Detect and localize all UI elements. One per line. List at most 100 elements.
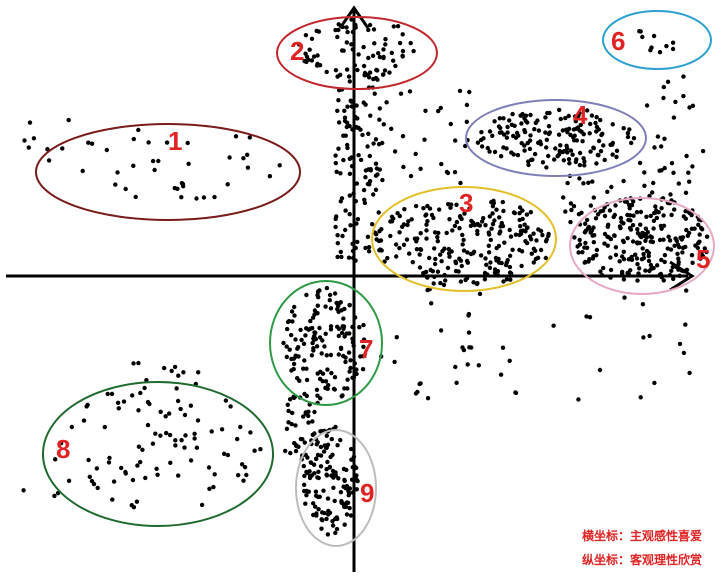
scatter-dot	[594, 247, 600, 253]
scatter-dot	[457, 226, 462, 231]
scatter-dot	[491, 200, 496, 206]
cluster-8-ellipse	[42, 381, 274, 527]
scatter-dot	[312, 409, 317, 415]
scatter-dot	[478, 137, 484, 143]
scatter-dot	[515, 152, 521, 158]
scatter-dot	[486, 250, 492, 255]
scatter-dot	[565, 146, 570, 151]
scatter-dot	[661, 278, 666, 283]
scatter-dot	[561, 158, 566, 163]
scatter-dot	[339, 500, 344, 505]
scatter-dot	[499, 260, 504, 266]
scatter-dot	[347, 369, 352, 374]
scatter-dot	[532, 127, 537, 132]
scatter-dot	[329, 436, 334, 442]
scatter-dot	[245, 165, 251, 170]
scatter-dot	[527, 234, 533, 239]
scatter-dot	[123, 469, 128, 475]
scatter-dot	[81, 418, 87, 423]
scatter-dot	[310, 325, 315, 331]
scatter-dot	[60, 146, 65, 151]
scatter-dot	[342, 108, 347, 114]
scatter-dot	[341, 48, 346, 53]
scatter-dot	[520, 228, 526, 233]
scatter-dot	[530, 157, 535, 162]
scatter-dot	[494, 207, 499, 212]
scatter-dot	[343, 486, 348, 491]
scatter-dot	[335, 443, 340, 448]
scatter-dot	[366, 75, 372, 80]
scatter-dot	[366, 249, 372, 254]
scatter-dot	[410, 260, 415, 265]
scatter-dot	[370, 53, 376, 58]
scatter-dot	[311, 334, 317, 339]
scatter-dot	[522, 143, 527, 148]
scatter-dot	[119, 465, 124, 471]
scatter-dot	[335, 241, 340, 246]
scatter-dot	[483, 256, 488, 261]
scatter-dot	[608, 267, 614, 273]
scatter-dot	[381, 47, 386, 52]
scatter-dot	[651, 226, 656, 231]
scatter-dot	[655, 134, 661, 139]
scatter-dot	[400, 134, 406, 139]
scatter-dot	[486, 243, 491, 248]
scatter-dot	[418, 231, 423, 236]
scatter-dot	[669, 161, 675, 166]
scatter-dot	[333, 153, 338, 158]
scatter-dot	[221, 451, 227, 456]
scatter-dot	[640, 34, 645, 40]
scatter-dot	[529, 251, 534, 256]
scatter-dot	[315, 292, 320, 298]
scatter-dot	[421, 270, 426, 276]
scatter-dot	[424, 222, 429, 227]
scatter-dot	[104, 147, 110, 153]
scatter-dot	[659, 168, 664, 173]
scatter-dot	[306, 420, 311, 425]
scatter-dot	[582, 159, 587, 164]
scatter-dot	[305, 455, 310, 460]
scatter-dot	[300, 437, 305, 442]
scatter-dot	[617, 259, 622, 264]
scatter-dot	[26, 145, 31, 150]
scatter-dot	[417, 265, 423, 270]
scatter-dot	[408, 40, 413, 46]
scatter-dot	[409, 217, 414, 222]
scatter-dot	[677, 341, 683, 347]
scatter-dot	[94, 466, 100, 471]
scatter-dot	[212, 194, 217, 200]
scatter-dot	[146, 140, 151, 145]
scatter-dot	[459, 263, 464, 269]
scatter-dot	[684, 227, 689, 233]
scatter-dot	[528, 112, 533, 118]
scatter-dot	[201, 195, 207, 200]
scatter-dot	[662, 259, 667, 265]
scatter-dot	[80, 168, 85, 174]
scatter-dot	[372, 91, 377, 96]
scatter-dot	[397, 245, 402, 251]
cluster-7-label: 7	[359, 334, 373, 364]
scatter-dot	[303, 33, 309, 38]
scatter-dot	[526, 159, 531, 164]
scatter-dot	[52, 493, 57, 499]
scatter-dot	[347, 331, 352, 336]
scatter-dot	[504, 146, 509, 151]
scatter-dot	[524, 240, 530, 246]
scatter-dot	[479, 144, 485, 149]
scatter-dot	[659, 144, 664, 149]
scatter-dot	[164, 140, 170, 145]
scatter-dot	[360, 367, 366, 372]
scatter-dot	[361, 344, 366, 349]
scatter-dot	[432, 230, 438, 235]
scatter-dot	[402, 207, 407, 212]
scatter-dot	[347, 79, 352, 84]
scatter-dot	[613, 252, 619, 258]
scatter-dot	[368, 113, 373, 118]
scatter-dot	[381, 55, 386, 61]
scatter-dot	[591, 225, 596, 230]
scatter-dot	[591, 146, 596, 151]
scatter-dot	[330, 452, 335, 457]
cluster-1-ellipse	[35, 123, 301, 221]
scatter-dot	[584, 314, 589, 319]
scatter-dot	[598, 149, 604, 154]
